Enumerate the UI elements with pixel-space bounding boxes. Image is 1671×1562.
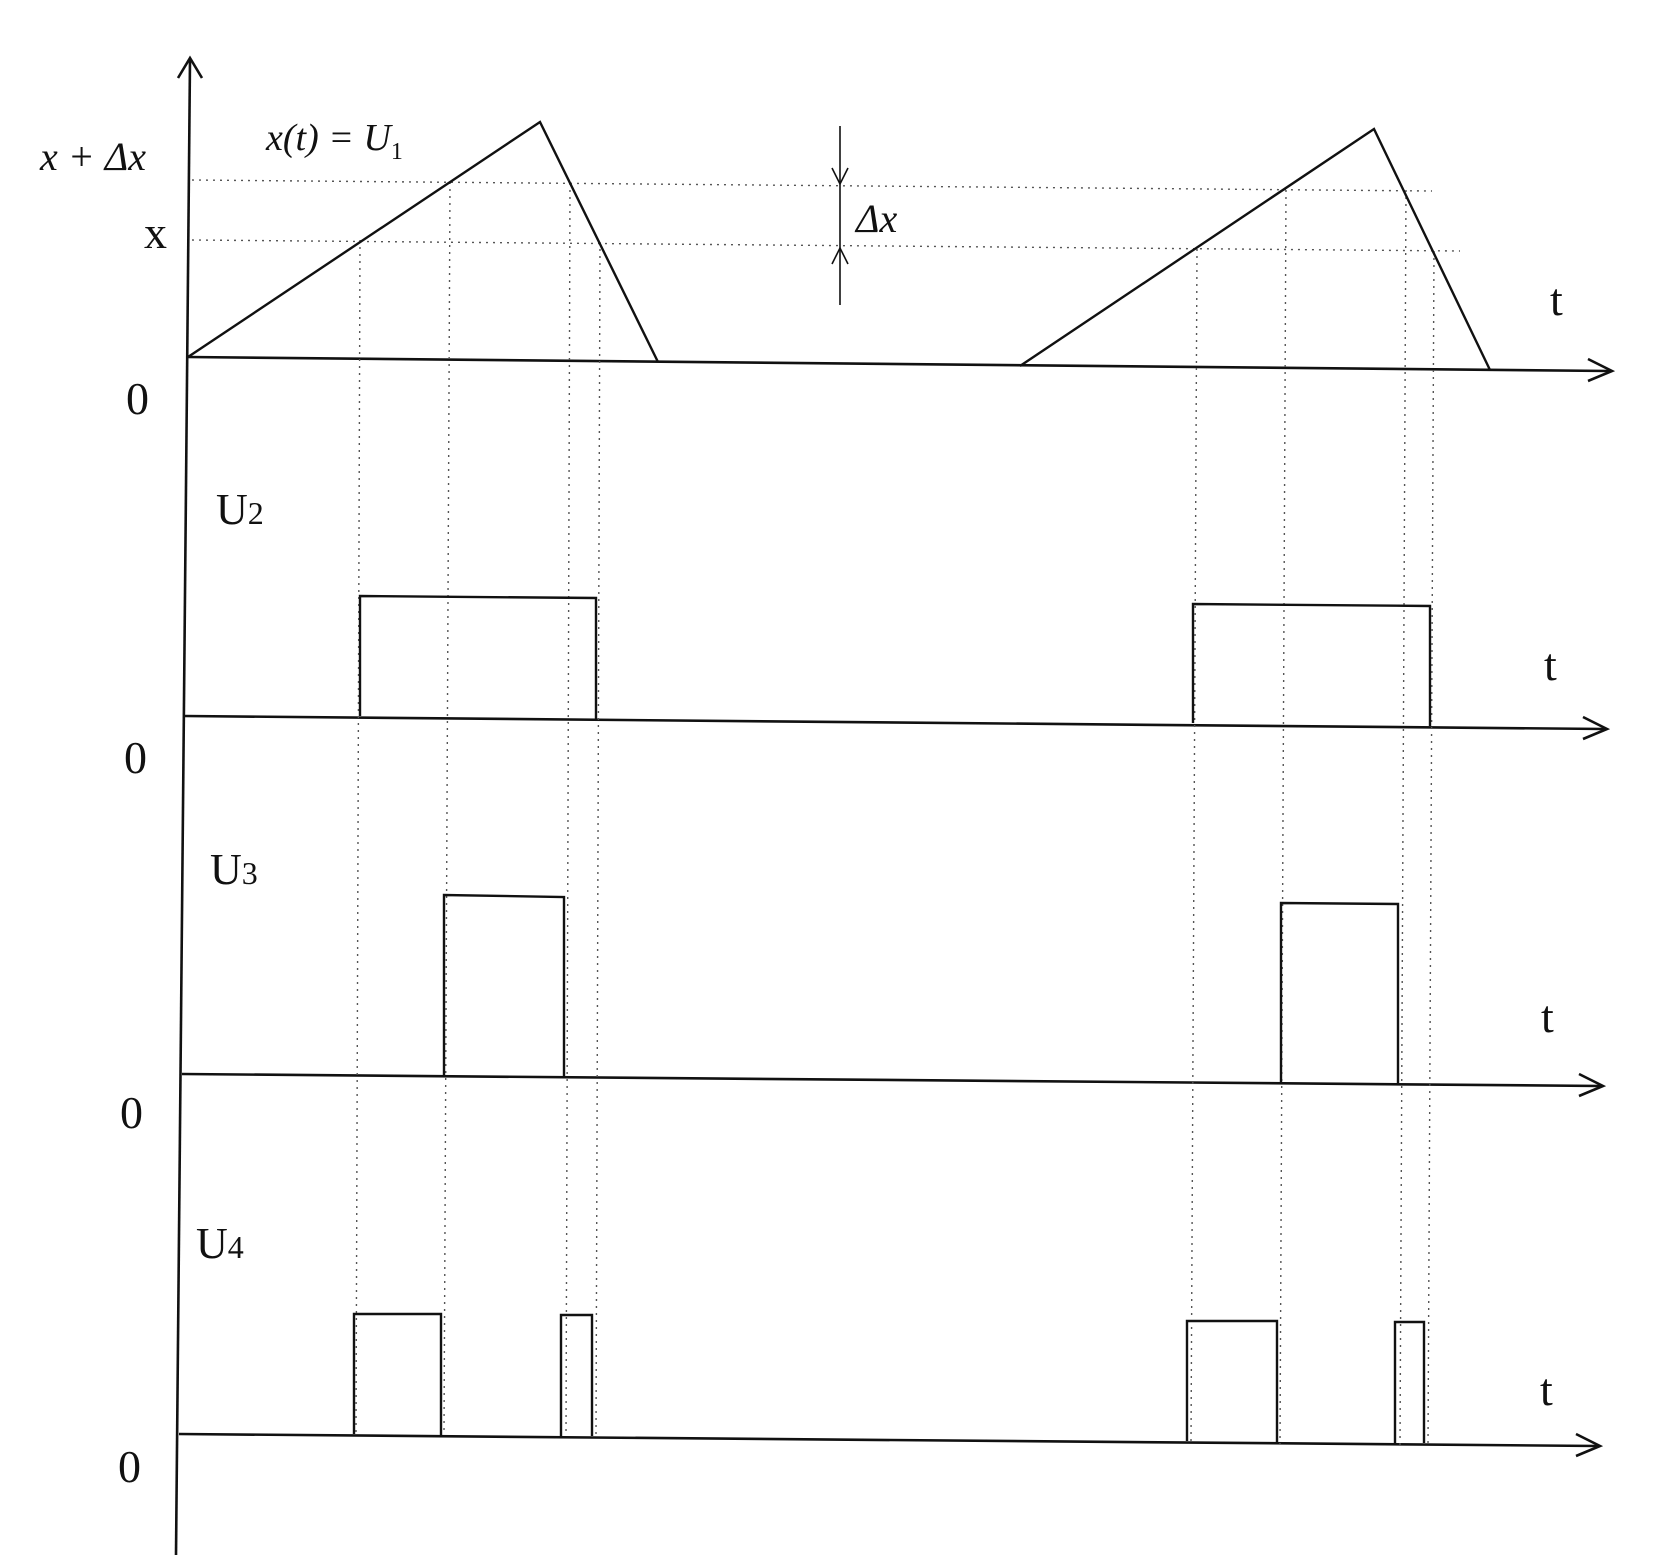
u2-pulse-1	[358, 594, 598, 719]
u4-pulse-2	[559, 1313, 594, 1436]
u2-label: U2	[216, 485, 264, 534]
t-label-u1: t	[1550, 274, 1563, 325]
u3-pulse-2	[1279, 901, 1400, 1083]
u3-pulse-1	[442, 893, 566, 1077]
u1-ramp-2	[1019, 127, 1492, 371]
signal1-label: x(t) = U1	[265, 117, 403, 165]
delta-x-marker	[831, 126, 849, 305]
axis-u1	[187, 355, 1616, 383]
vertical-axis-arrow	[176, 55, 204, 79]
t-label-u2: t	[1544, 639, 1557, 690]
delta-x-label: Δx	[854, 196, 897, 241]
upper-level-label: x + Δx	[39, 134, 146, 179]
zero-label-u4: 0	[118, 1441, 141, 1492]
axis-u4	[178, 1432, 1604, 1458]
u4-pulse-3	[1185, 1319, 1279, 1442]
vertical-axis	[174, 59, 192, 1556]
u4-label: U4	[196, 1219, 244, 1268]
zero-label-u2: 0	[124, 732, 147, 783]
u2-pulse-2	[1191, 602, 1432, 726]
t-label-u3: t	[1541, 991, 1554, 1042]
axis-u3	[181, 1072, 1607, 1098]
t-label-u4: t	[1540, 1364, 1553, 1415]
u3-label: U3	[210, 845, 258, 894]
zero-label-u1: 0	[126, 373, 149, 424]
upper-threshold-line	[191, 179, 1433, 192]
u4-pulse-4	[1393, 1320, 1426, 1443]
u4-pulse-1	[352, 1312, 443, 1435]
zero-label-u3: 0	[120, 1087, 143, 1138]
projection-lines	[355, 181, 1435, 1447]
axis-u2	[184, 714, 1611, 741]
u1-ramp-1	[187, 120, 660, 363]
lower-level-label: x	[144, 207, 167, 258]
lower-threshold-line	[191, 239, 1461, 252]
